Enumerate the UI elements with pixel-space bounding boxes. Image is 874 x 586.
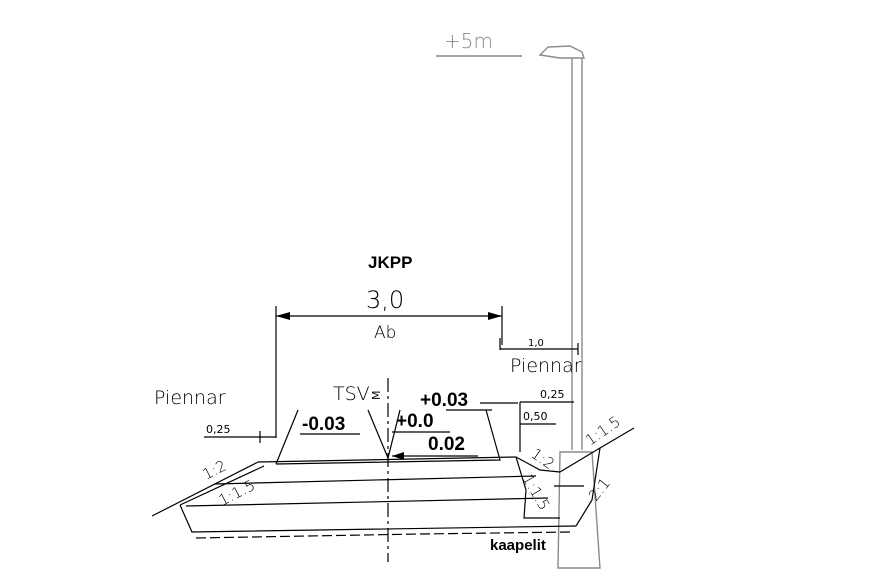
left-shoulder-label: Piennar xyxy=(154,387,226,409)
left-slope-outer xyxy=(151,461,259,517)
slope-right-4: 2:1 xyxy=(585,474,614,504)
subbase-bottom xyxy=(179,504,577,533)
right-shoulder-width: 1,0 xyxy=(528,338,544,349)
centerline-mark: M xyxy=(370,391,383,401)
street-lamp: +5m xyxy=(436,29,601,569)
lamp-foundation xyxy=(557,451,601,569)
lamp-head xyxy=(538,45,585,59)
elevation-center: +0.0 xyxy=(396,411,434,432)
right-shoulder-dimension: 1,0 Piennar 0,25 0,50 xyxy=(499,338,582,452)
left-shoulder-dimension: Piennar 0,25 xyxy=(154,387,276,443)
section-title: JKPP xyxy=(368,253,412,272)
subbase-top xyxy=(185,497,549,507)
crossfall-value: 0.02 xyxy=(428,434,465,455)
width-value: 3,0 xyxy=(366,286,404,314)
width-dimension: 3,0 Ab xyxy=(275,286,503,438)
right-ditch-outer xyxy=(575,447,601,527)
slope-right-1: 1:2 xyxy=(528,445,558,474)
lamp-height-label: +5m xyxy=(444,29,493,53)
road-structure xyxy=(151,409,635,539)
right-ditch-inner xyxy=(515,456,560,519)
elevation-left: -0.03 xyxy=(302,414,345,435)
right-dim-050: 0,50 xyxy=(523,410,548,423)
pavement-top xyxy=(257,456,517,463)
centerline: TSV M xyxy=(333,378,401,562)
right-shoulder-surface xyxy=(515,456,561,473)
slope-right-3: 1:1.5 xyxy=(582,412,624,449)
right-shoulder-label: Piennar xyxy=(510,355,582,377)
base-layer-line xyxy=(213,475,537,485)
left-slope-inner xyxy=(179,465,265,506)
elevations: -0.03 +0.0 +0.03 0.02 xyxy=(300,390,518,460)
left-shoulder-width: 0,25 xyxy=(206,423,231,436)
elevation-right: +0.03 xyxy=(420,390,468,411)
right-dim-025: 0,25 xyxy=(540,388,565,401)
cables-label: kaapelit xyxy=(490,537,546,554)
existing-ground xyxy=(195,531,573,539)
slope-right-2: 1:1.5 xyxy=(519,471,554,513)
centerline-label: TSV xyxy=(333,383,370,405)
surface-label: Ab xyxy=(374,323,396,343)
pavement-surface xyxy=(275,409,501,465)
